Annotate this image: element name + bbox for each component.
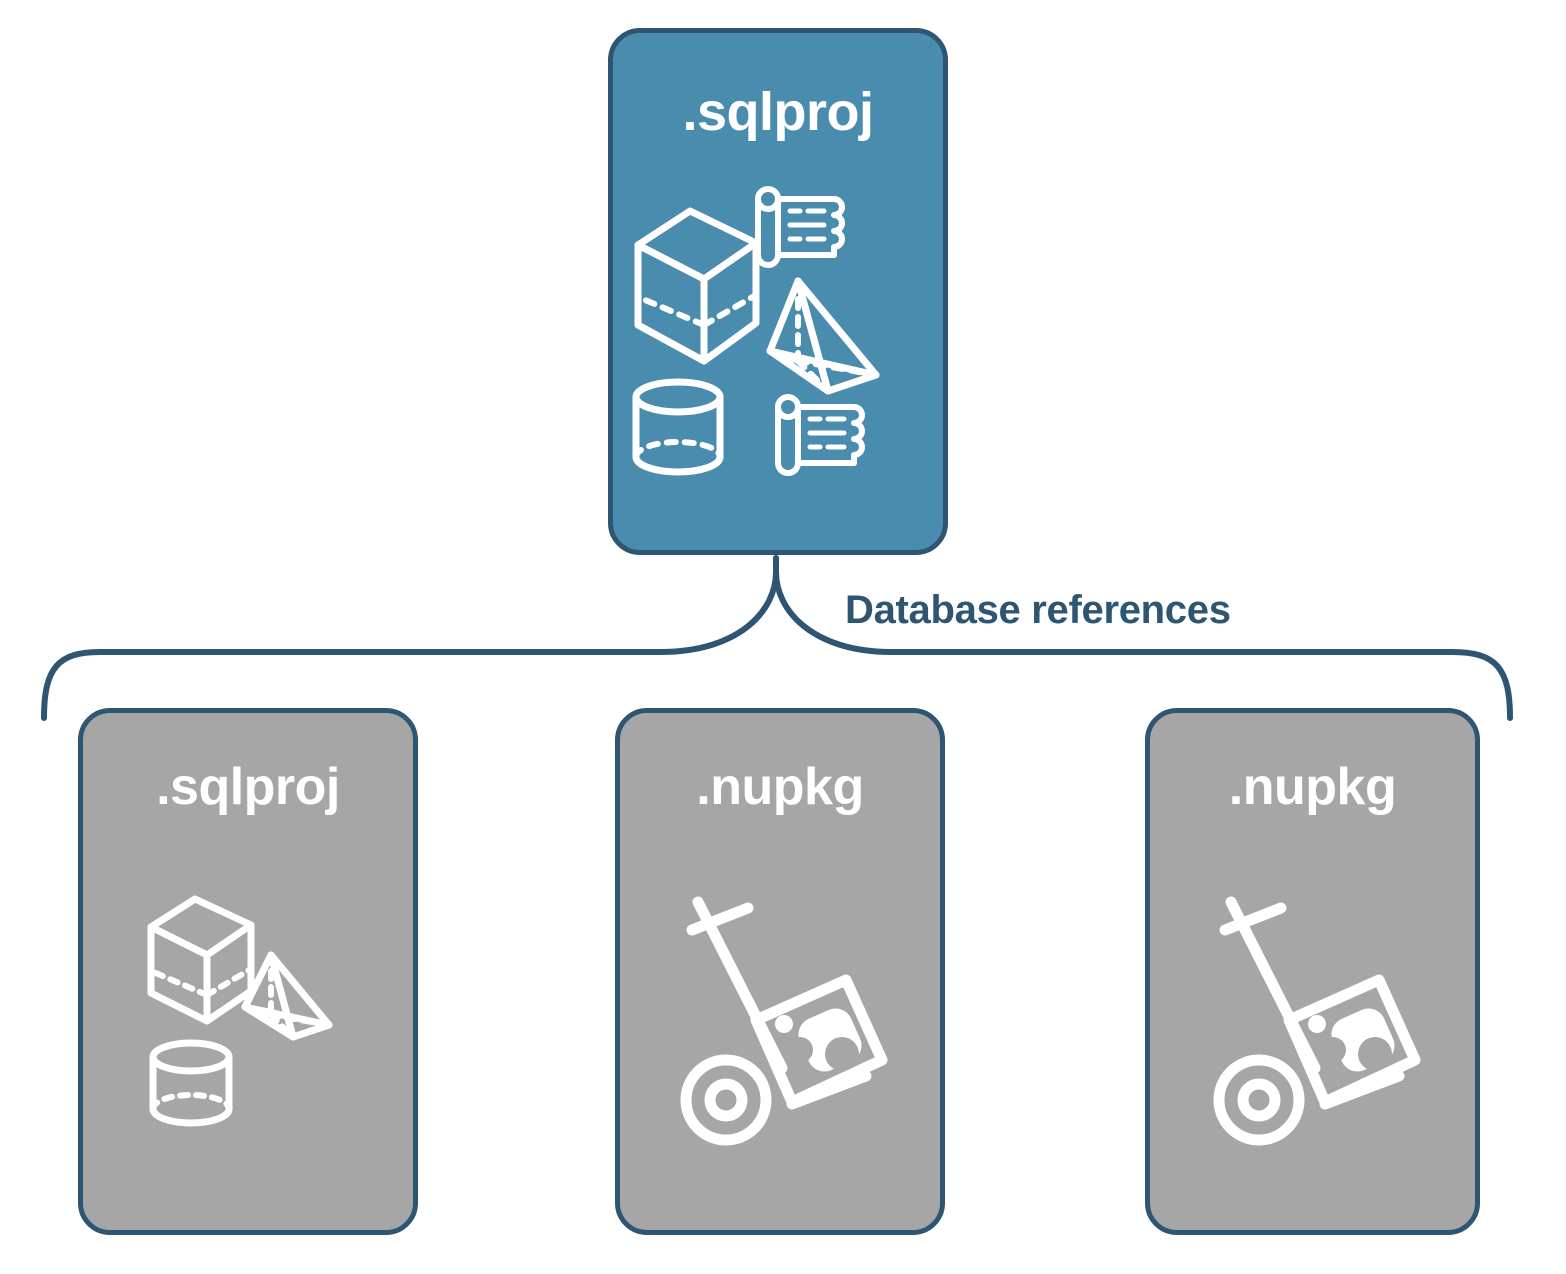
scroll-icon (775, 393, 865, 476)
pyramid-icon (241, 951, 333, 1040)
node-reference-nupkg-1-icon-area (620, 813, 940, 1230)
hand-truck-package-icon (680, 896, 888, 1145)
scroll-icon (755, 185, 845, 268)
cube-icon (147, 895, 255, 1024)
node-reference-nupkg-2-title: .nupkg (1228, 758, 1397, 816)
cube-icon (634, 207, 760, 364)
node-reference-sqlproj-icon-area (83, 813, 413, 1230)
node-reference-nupkg-2-icon-area (1150, 813, 1475, 1230)
shapes-icon-group (147, 895, 333, 1126)
node-reference-nupkg-1-title: .nupkg (696, 758, 864, 816)
bracket-right-arm (773, 555, 1513, 721)
cylinder-icon (149, 1039, 233, 1126)
package-dots (775, 1007, 862, 1072)
node-root-title: .sqlproj (682, 82, 874, 142)
bracket-left-arm (41, 555, 779, 721)
cylinder-icon (632, 378, 724, 475)
root-icon-group (632, 185, 880, 476)
node-reference-nupkg-2[interactable]: .nupkg (1145, 708, 1480, 1235)
node-reference-sqlproj-title: .sqlproj (156, 758, 340, 816)
connector-label: Database references (845, 588, 1231, 632)
hand-truck-package-icon (1213, 896, 1420, 1145)
node-reference-nupkg-1[interactable]: .nupkg (615, 708, 945, 1235)
node-root-icon-area (613, 139, 943, 550)
pyramid-icon (766, 277, 880, 394)
node-reference-sqlproj[interactable]: .sqlproj (78, 708, 418, 1235)
package-dots (1307, 1007, 1395, 1072)
node-root-sqlproj[interactable]: .sqlproj (608, 28, 948, 555)
